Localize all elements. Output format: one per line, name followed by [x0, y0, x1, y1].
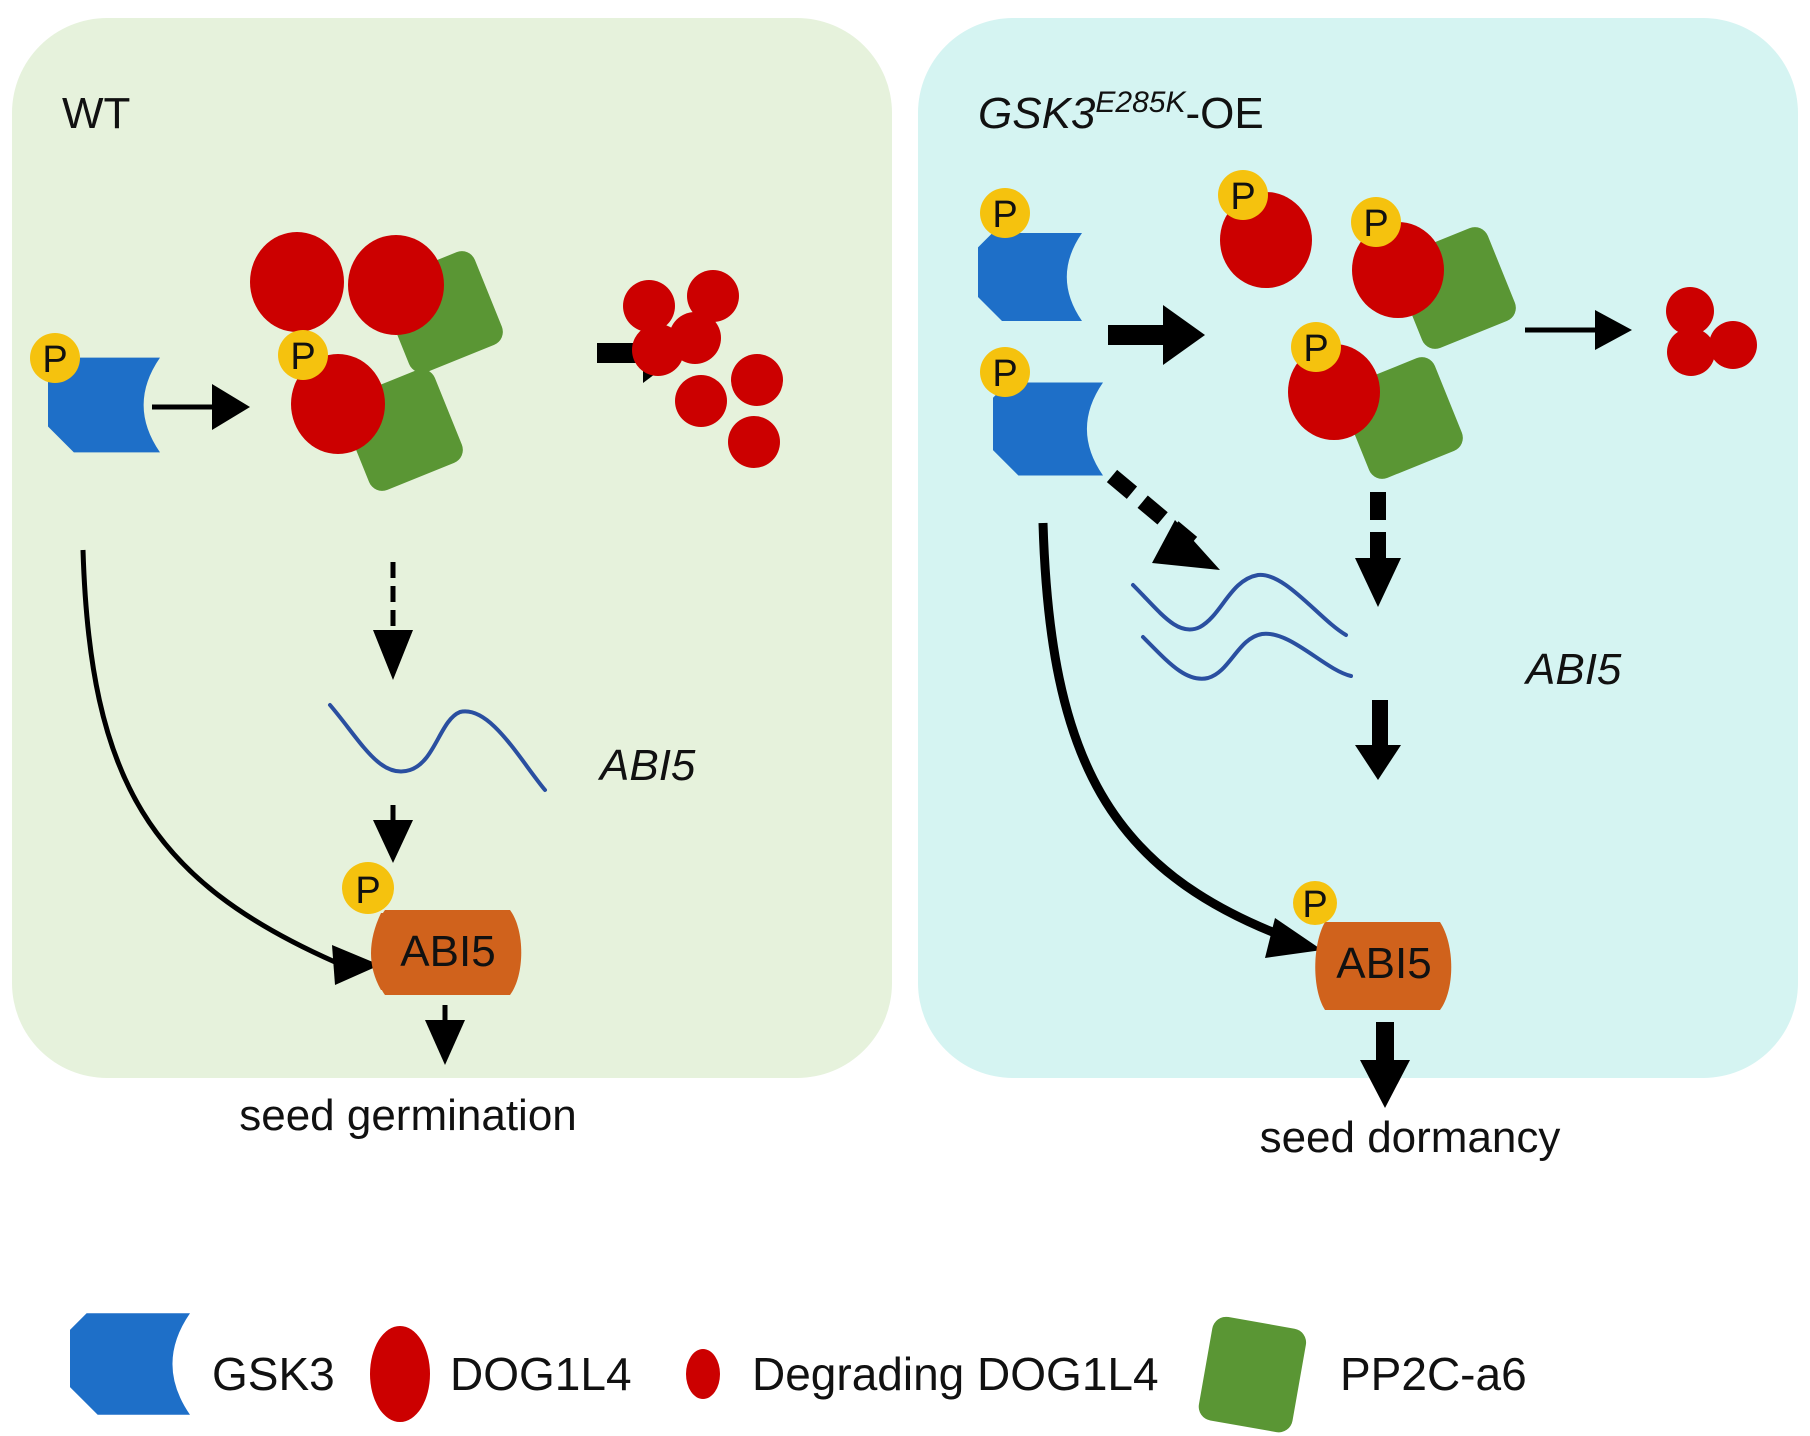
legend-item-degrading-dog1l4: Degrading DOG1L4: [686, 1348, 1159, 1400]
abi5-mrna-icon: [1141, 631, 1353, 681]
arrow-abi5-to-outcome: [1360, 1022, 1410, 1108]
svg-text:P: P: [1230, 176, 1255, 218]
degrading-dog1l4-icon: [731, 354, 783, 406]
title-superscript: E285K: [1095, 86, 1187, 119]
degrading-dog1l4-icon: [686, 1349, 720, 1399]
dog1l4-icon: [370, 1326, 430, 1422]
abi5-protein: P ABI5: [1293, 881, 1452, 1010]
svg-text:P: P: [1363, 203, 1388, 245]
outcome-seed-dormancy: seed dormancy: [1260, 1113, 1561, 1162]
abi5-mrna-icon: [1131, 572, 1348, 637]
abi5-gene-label: ABI5: [597, 741, 696, 790]
phospho-badge: P: [1291, 322, 1341, 372]
abi5-protein-label: ABI5: [400, 927, 495, 976]
svg-text:P: P: [992, 194, 1017, 236]
gsk3-icon: [978, 233, 1082, 321]
legend-item-dog1l4: DOG1L4: [370, 1326, 632, 1422]
phospho-badge: P: [342, 862, 394, 914]
phospho-dog1l4-pp2c-complex: P: [278, 330, 463, 491]
outcome-seed-germination: seed germination: [239, 1091, 577, 1140]
phospho-dog1l4: P: [1218, 170, 1312, 288]
panel-wt-background: [12, 18, 892, 1078]
phospho-dog1l4-pp2c-complex: P: [1351, 197, 1516, 349]
gsk3-protein: P: [978, 188, 1082, 321]
degrading-dog1l4-cluster: [1666, 287, 1757, 376]
title-gene: GSK3: [978, 89, 1096, 138]
degrading-dog1l4-icon: [669, 312, 721, 364]
svg-text:P: P: [42, 339, 67, 381]
title-suffix: -OE: [1185, 89, 1263, 138]
abi5-protein: P ABI5: [342, 862, 522, 995]
dashed-arrow-to-abi5-gene: [373, 562, 413, 680]
svg-text:P: P: [992, 353, 1017, 395]
degrading-dog1l4-cluster: [623, 270, 783, 468]
dog1l4-pp2c-complex: [348, 235, 503, 373]
arrow-gsk3-to-abi5: [1038, 522, 1322, 958]
gsk3-icon: [70, 1313, 190, 1415]
abi5-mrna-icon: [328, 703, 547, 792]
gsk3-protein: P: [980, 347, 1103, 476]
dog1l4-icon: [348, 235, 444, 335]
arrow-gsk3-to-complex: [152, 384, 250, 430]
degrading-dog1l4-icon: [623, 280, 675, 332]
legend-item-gsk3: GSK3: [70, 1313, 335, 1415]
arrow-abi5-to-outcome: [425, 1005, 465, 1065]
arrow-gsk3-to-complex: [1108, 305, 1205, 365]
arrow-gene-to-protein: [373, 805, 413, 863]
legend: GSK3 DOG1L4 Degrading DOG1L4 PP2C-a6: [70, 1313, 1527, 1433]
degrading-dog1l4-icon: [1667, 328, 1715, 376]
degrading-dog1l4-icon: [1709, 321, 1757, 369]
degrading-dog1l4-icon: [728, 416, 780, 468]
phospho-badge: P: [1218, 170, 1268, 220]
panel-oe-title: GSK3E285K-OE: [978, 86, 1264, 138]
legend-label: Degrading DOG1L4: [752, 1348, 1159, 1400]
phospho-badge: P: [278, 330, 328, 380]
phospho-badge: P: [1351, 197, 1401, 247]
gsk3-protein: P: [30, 333, 160, 453]
phospho-badge: P: [30, 333, 80, 383]
degrading-dog1l4-icon: [1666, 287, 1714, 335]
arrow-to-degradation: [1525, 310, 1632, 350]
pp2c-a6-icon: [1198, 1316, 1307, 1433]
abi5-protein-label: ABI5: [1336, 939, 1431, 988]
arrow-gsk3-to-abi5: [80, 549, 380, 985]
arrow-gene-to-protein: [1355, 700, 1401, 780]
phospho-badge: P: [1293, 881, 1337, 926]
legend-label: DOG1L4: [450, 1348, 632, 1400]
abi5-gene-label: ABI5: [1523, 645, 1622, 694]
degrading-dog1l4-icon: [687, 270, 739, 322]
svg-text:P: P: [355, 870, 380, 912]
panel-oe-background: [918, 18, 1798, 1078]
svg-text:P: P: [1303, 328, 1328, 370]
dog1l4-icon: [250, 232, 344, 332]
legend-label: GSK3: [212, 1348, 335, 1400]
degrading-dog1l4-icon: [675, 375, 727, 427]
dog1l4-icon: [291, 354, 385, 454]
panel-wt-title: WT: [62, 89, 130, 138]
phospho-badge: P: [980, 347, 1030, 397]
dashed-arrow-to-abi5-gene: [1355, 492, 1401, 607]
panel-wt: WT P P: [12, 18, 892, 1140]
phospho-dog1l4-pp2c-complex: P: [1288, 322, 1463, 479]
legend-item-pp2c-a6: PP2C-a6: [1198, 1316, 1527, 1433]
panel-oe: GSK3E285K-OE P P: [918, 18, 1798, 1162]
svg-text:P: P: [1302, 884, 1327, 926]
dashed-arrow-gsk3-to-abi5-gene: [1106, 469, 1220, 570]
phospho-badge: P: [980, 188, 1030, 238]
svg-text:P: P: [290, 336, 315, 378]
legend-label: PP2C-a6: [1340, 1348, 1527, 1400]
